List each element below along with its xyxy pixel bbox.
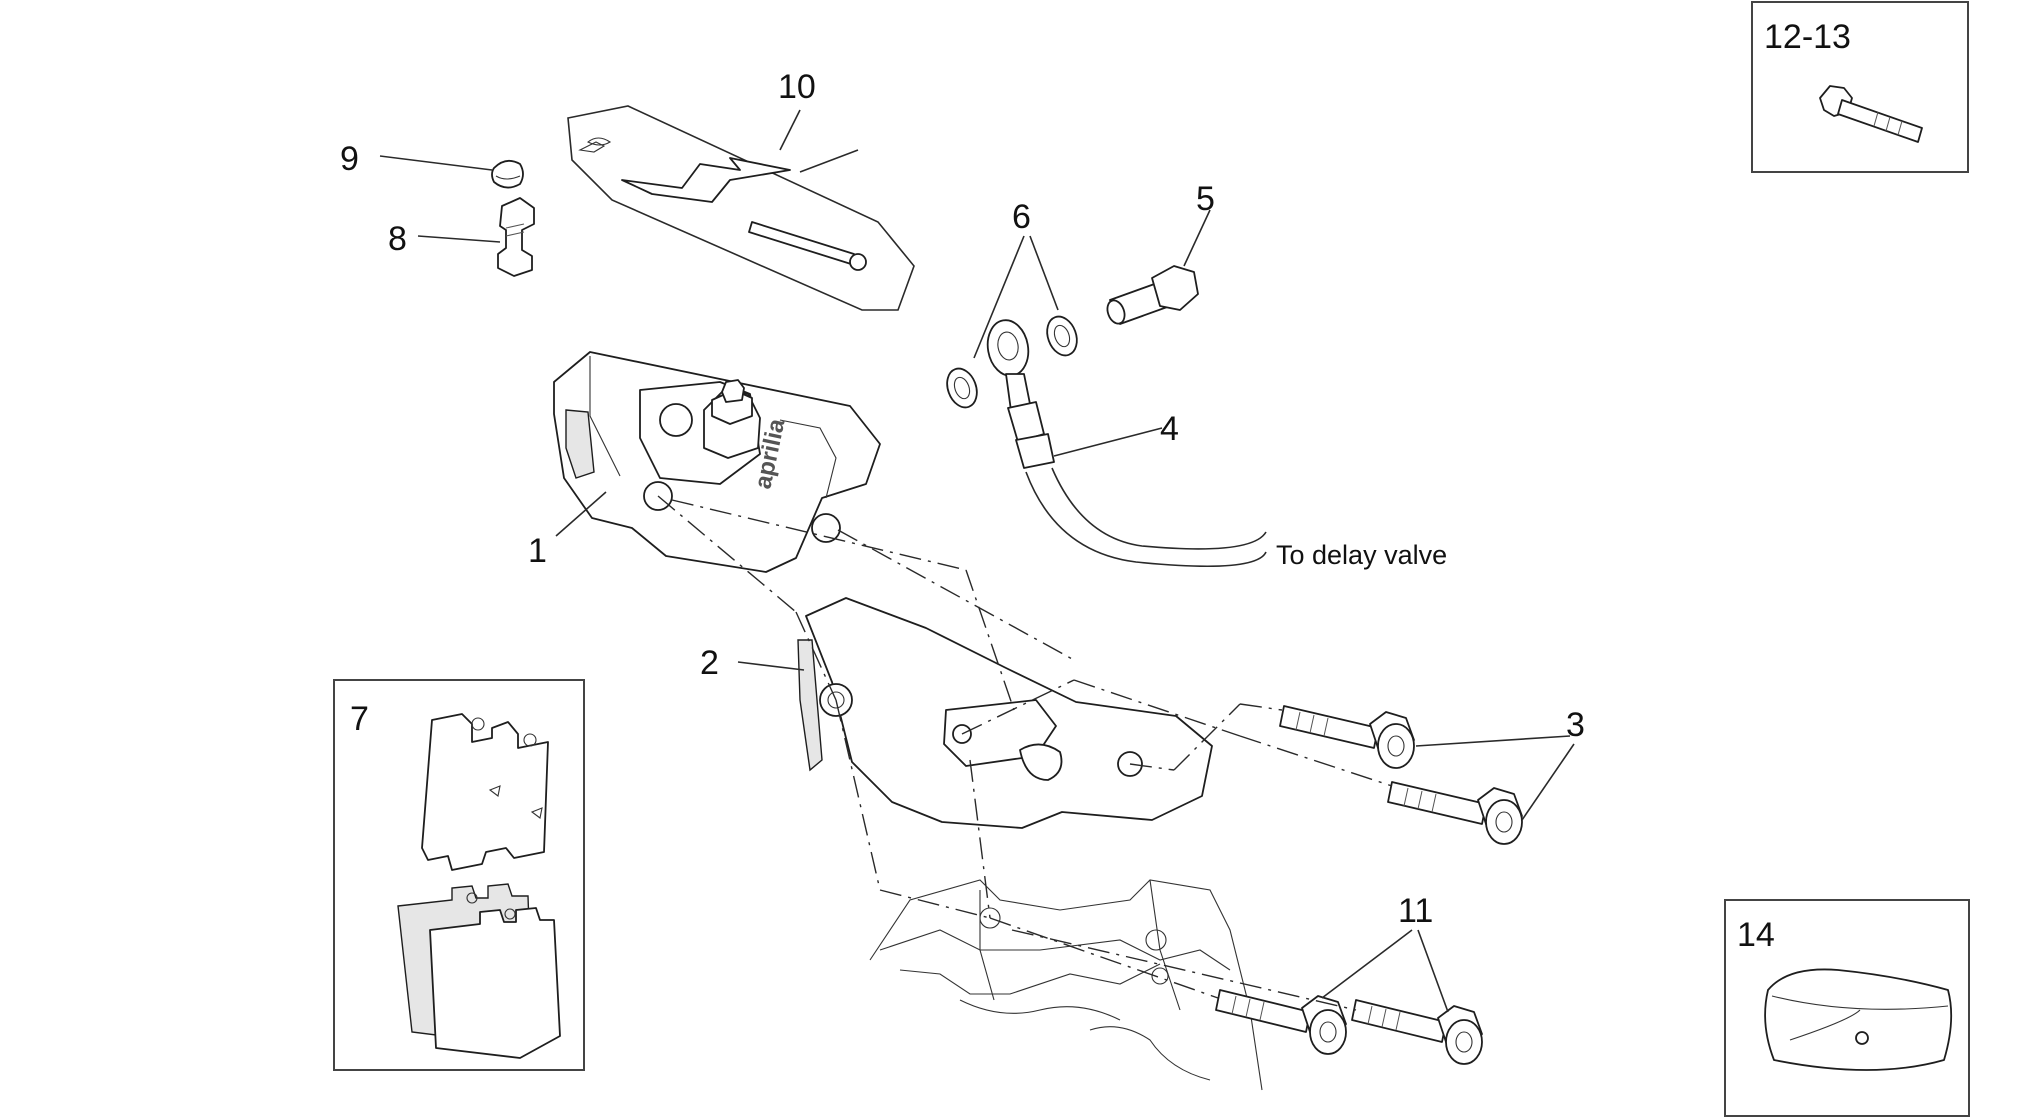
callout-6: 6 [1012,198,1031,236]
bolt-11b-icon [1351,999,1483,1065]
hose-destination-label: To delay valve [1276,540,1447,570]
callout-4: 4 [1160,410,1179,448]
inset-box-7: 7 [333,679,585,1071]
callout-8: 8 [388,220,407,258]
callout-10: 10 [778,68,816,106]
assembly-centerlines [657,495,1393,1011]
brake-pad-icon [397,883,561,1059]
callout-9: 9 [340,140,359,178]
brake-hose-4: 4 To delay valve [986,319,1447,570]
bolt-3a-icon [1279,705,1415,769]
inset-box-12-13: 12-13 [1751,1,1969,173]
bolt-11a-icon [1215,989,1347,1055]
bleed-cap-9: 9 [340,140,524,189]
callout-11: 11 [1398,892,1433,930]
callout-1: 1 [528,532,547,570]
callout-7: 7 [350,700,369,738]
bleed-nipple-8: 8 [388,197,535,277]
banjo-bolt-5: 5 [1106,180,1215,325]
inset-box-14: 14 [1724,899,1970,1117]
bracket-bolts-3: 3 [1279,705,1585,845]
callout-14: 14 [1737,916,1775,954]
mount-bolts-11: 11 [1215,892,1483,1065]
bolt-3b-icon [1387,781,1523,845]
pouch-14-icon [1764,968,1953,1071]
frame-mount-section [869,879,1263,1091]
callout-5: 5 [1196,180,1215,218]
callout-2: 2 [700,644,719,682]
caliper-bracket-2: 2 [700,597,1213,829]
brake-caliper-1: aprilia 1 [528,351,881,573]
bolt-12-13-icon [1819,85,1923,143]
pad-spring-icon [421,713,549,871]
sealing-washers-6: 6 [946,198,1078,409]
callout-12-13: 12-13 [1764,18,1851,56]
callout-3: 3 [1566,706,1585,744]
pin-kit-10: 10 [567,68,915,311]
